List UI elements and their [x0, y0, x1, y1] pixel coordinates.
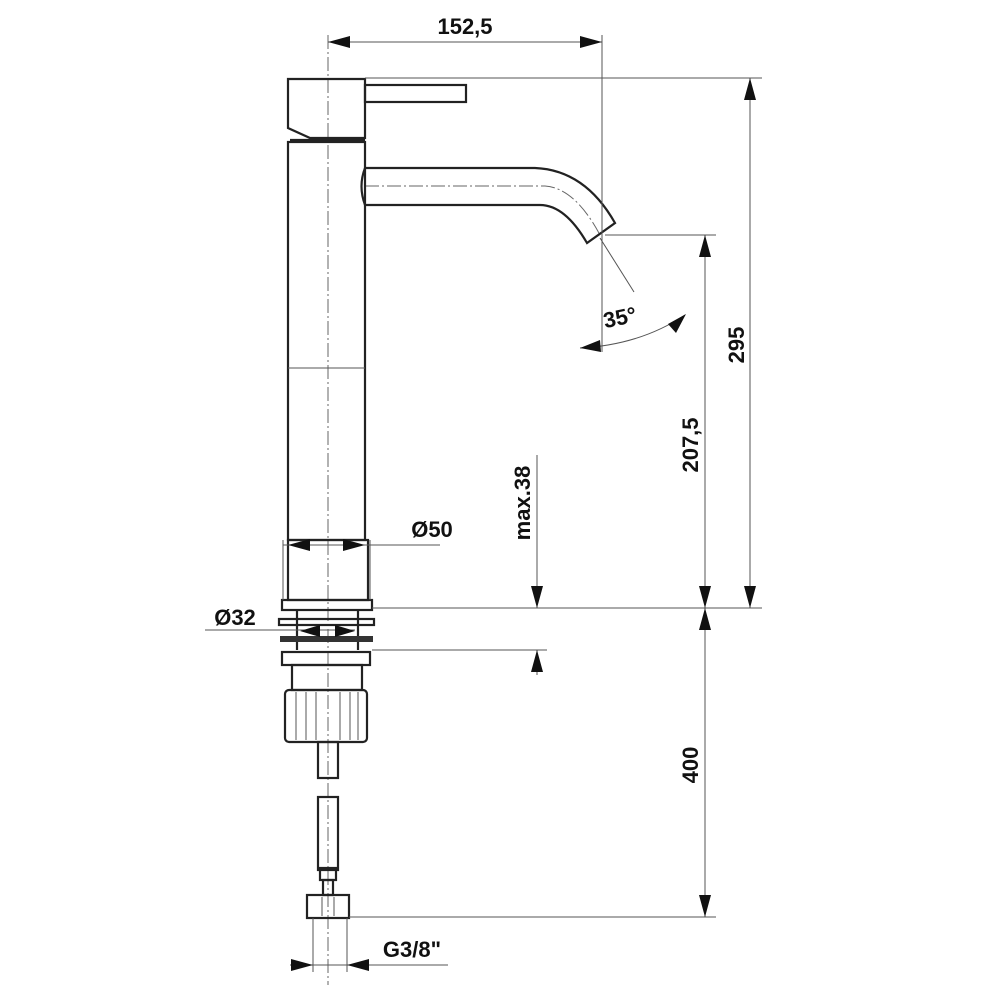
dim-spout-height: 207,5 — [678, 235, 711, 608]
spout-height-label: 207,5 — [678, 417, 703, 472]
faucet-body — [286, 140, 367, 542]
total-height-label: 295 — [724, 327, 749, 364]
spout — [360, 166, 617, 245]
mixer-handle — [286, 77, 468, 142]
dim-shank-diameter: Ø32 — [205, 605, 355, 637]
hose — [305, 795, 351, 920]
dim-total-height: 295 — [724, 78, 756, 608]
dim-hose-length: 400 — [678, 608, 711, 917]
mounting-assembly — [277, 538, 376, 780]
extension-lines — [282, 35, 762, 972]
shank-diameter-label: Ø32 — [214, 605, 256, 630]
dim-max-deck: max.38 — [510, 455, 543, 675]
connection-thread-label: G3/8" — [383, 937, 441, 962]
dim-connection-thread: G3/8" — [290, 937, 448, 971]
body-diameter-label: Ø50 — [411, 517, 453, 542]
spout-axis — [365, 185, 601, 236]
dim-spout-reach: 152,5 — [328, 14, 602, 48]
dim-body-diameter: Ø50 — [283, 517, 453, 551]
dim-swivel-angle: 35° — [579, 302, 686, 352]
spout-reach-label: 152,5 — [437, 14, 492, 39]
max-deck-label: max.38 — [510, 466, 535, 541]
hose-length-label: 400 — [678, 747, 703, 784]
swivel-angle-label: 35° — [601, 302, 639, 333]
